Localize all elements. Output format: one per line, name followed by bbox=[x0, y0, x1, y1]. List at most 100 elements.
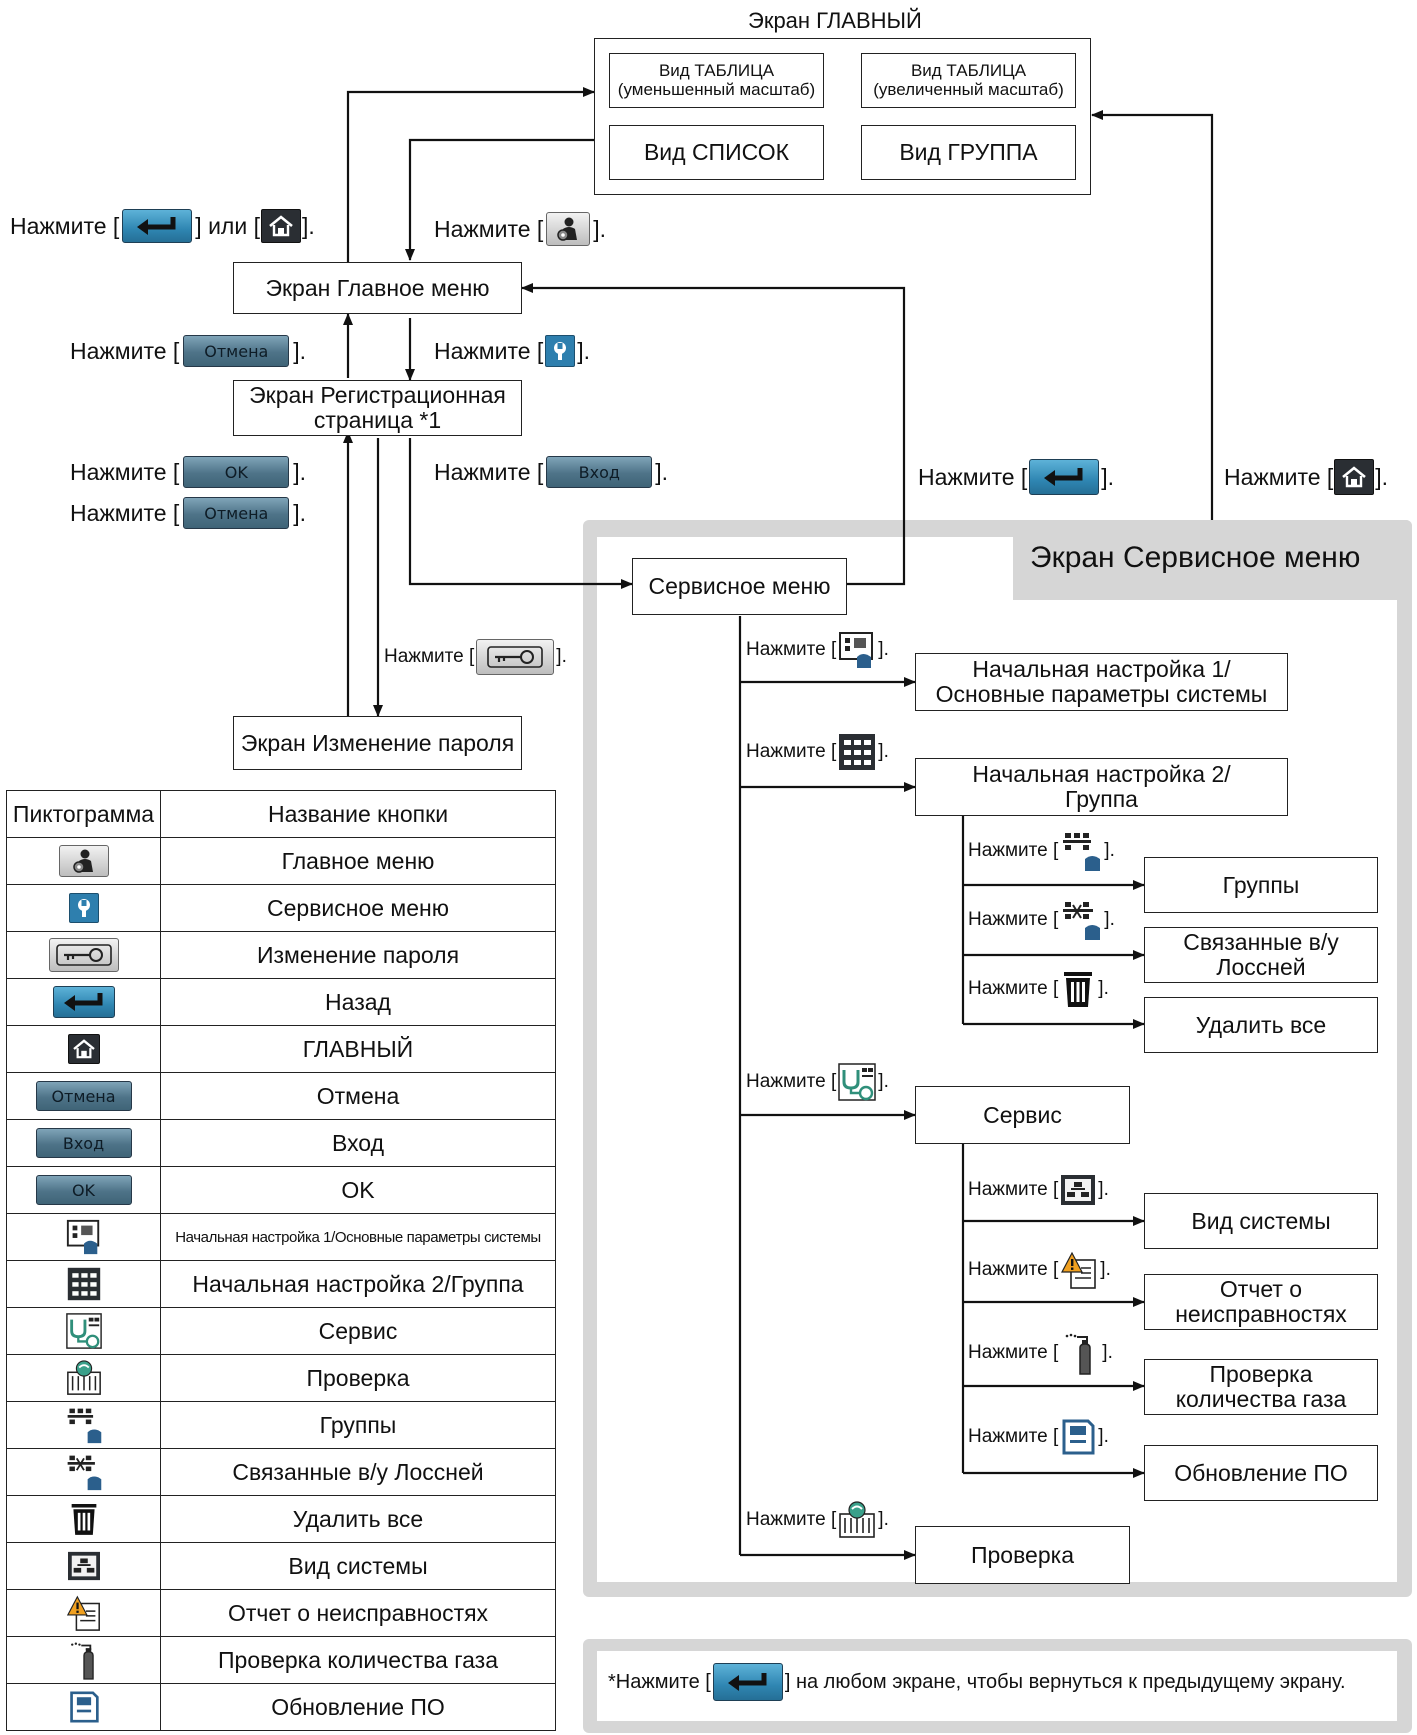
press-suffix: ]. bbox=[1375, 463, 1389, 490]
press-back-or-home-label: Нажмите [ ] или [ ]. bbox=[10, 208, 315, 244]
press-suffix: ]. bbox=[1102, 1342, 1113, 1363]
main-menu-icon[interactable] bbox=[546, 212, 591, 246]
home-icon[interactable] bbox=[1334, 459, 1375, 495]
view-table-large[interactable]: Вид ТАБЛИЦА (увеличенный масштаб) bbox=[861, 53, 1076, 108]
press-malfunction-label: Нажмите [ ]. bbox=[968, 1249, 1111, 1291]
initial-settings-1-icon[interactable] bbox=[836, 629, 878, 671]
enter-button-icon: Вход bbox=[35, 1128, 132, 1158]
back-icon[interactable] bbox=[712, 1663, 783, 1701]
password-change-screen[interactable]: Экран Изменение пароля bbox=[233, 716, 522, 770]
press-prefix: Нажмите [ bbox=[70, 499, 180, 526]
service-menu-box[interactable]: Сервисное меню bbox=[632, 558, 847, 615]
legend-row: Связанные в/у Лоссней bbox=[6, 1448, 556, 1496]
initial-settings-1-box[interactable]: Начальная настройка 1/ Основные параметр… bbox=[915, 653, 1288, 711]
software-update-box[interactable]: Обновление ПО bbox=[1144, 1445, 1378, 1501]
press-suffix: ]. bbox=[1098, 1426, 1109, 1447]
gas-check-box[interactable]: Проверка количества газа bbox=[1144, 1359, 1378, 1415]
press-system-view-label: Нажмите [ ]. bbox=[968, 1172, 1109, 1208]
groups-icon[interactable] bbox=[1058, 828, 1104, 874]
legend-row: Вход Вход bbox=[6, 1119, 556, 1167]
groups-box[interactable]: Группы bbox=[1144, 857, 1378, 913]
view-table-small[interactable]: Вид ТАБЛИЦА (уменьшенный масштаб) bbox=[609, 53, 824, 108]
legend-name: Отчет о неисправностях bbox=[160, 1589, 556, 1637]
malfunction-report-box[interactable]: Отчет о неисправностях bbox=[1144, 1274, 1378, 1330]
press-suffix: ]. bbox=[878, 1071, 889, 1092]
press-initial1-label: Нажмите [ ]. bbox=[746, 632, 889, 668]
press-password-change-label: Нажмите [ ]. bbox=[384, 639, 567, 675]
home-icon bbox=[67, 1034, 100, 1064]
enter-button-icon[interactable]: Вход bbox=[546, 456, 653, 488]
press-suffix: ]. bbox=[1104, 909, 1115, 930]
press-gas-check-label: Нажмите [ ]. bbox=[968, 1333, 1113, 1375]
view-group[interactable]: Вид ГРУППА bbox=[861, 125, 1076, 180]
password-change-icon[interactable] bbox=[476, 639, 555, 675]
system-view-box[interactable]: Вид системы bbox=[1144, 1193, 1378, 1249]
press-prefix: Нажмите [ bbox=[968, 1426, 1059, 1447]
legend-name: Проверка bbox=[160, 1354, 556, 1402]
cancel-button-icon[interactable]: Отмена bbox=[183, 497, 290, 529]
check-icon[interactable] bbox=[836, 1499, 878, 1541]
software-update-icon[interactable] bbox=[1058, 1417, 1098, 1457]
legend-row: OK OK bbox=[6, 1166, 556, 1214]
delete-all-icon bbox=[67, 1499, 101, 1539]
system-view-icon[interactable] bbox=[1058, 1171, 1098, 1209]
registration-screen[interactable]: Экран Регистрационная страница *1 bbox=[233, 380, 522, 436]
gas-check-icon[interactable] bbox=[1058, 1329, 1102, 1377]
ok-button-icon[interactable]: OK bbox=[183, 456, 290, 488]
delete-all-icon[interactable] bbox=[1058, 967, 1098, 1011]
legend-name: Назад bbox=[160, 978, 556, 1026]
press-suffix: ]. bbox=[301, 212, 315, 239]
press-suffix: ]. bbox=[293, 458, 307, 485]
legend-name: Удалить все bbox=[160, 1495, 556, 1543]
initial-settings-2-box[interactable]: Начальная настройка 2/ Группа bbox=[915, 758, 1288, 816]
footnote-after: ] на любом экране, чтобы вернуться к пре… bbox=[784, 1670, 1346, 1693]
home-icon[interactable] bbox=[260, 209, 301, 243]
legend-name: Вид системы bbox=[160, 1542, 556, 1590]
linked-lossnay-box[interactable]: Связанные в/у Лоссней bbox=[1144, 927, 1378, 983]
press-service-label: Нажмите [ ]. bbox=[746, 1061, 889, 1103]
press-suffix: ]. bbox=[1101, 463, 1115, 490]
press-prefix: Нажмите [ bbox=[968, 1342, 1059, 1363]
legend-row: Проверка bbox=[6, 1354, 556, 1402]
press-suffix: ]. bbox=[1098, 1179, 1109, 1200]
legend-name: Обновление ПО bbox=[160, 1683, 556, 1731]
press-prefix: Нажмите [ bbox=[746, 741, 837, 762]
press-prefix: Нажмите [ bbox=[434, 215, 544, 242]
press-prefix: Нажмите [ bbox=[746, 1071, 837, 1092]
service-icon[interactable] bbox=[836, 1061, 878, 1103]
linked-lossnay-icon[interactable] bbox=[1058, 897, 1104, 943]
legend-row: Начальная настройка 1/Основные параметры… bbox=[6, 1213, 556, 1261]
press-prefix: Нажмите [ bbox=[434, 458, 544, 485]
press-prefix: Нажмите [ bbox=[968, 840, 1059, 861]
legend-row: Главное меню bbox=[6, 837, 556, 885]
initial-settings-2-icon[interactable] bbox=[836, 731, 878, 773]
service-menu-screen-title: Экран Сервисное меню bbox=[1030, 541, 1361, 574]
back-icon[interactable] bbox=[122, 209, 193, 243]
legend-name: Изменение пароля bbox=[160, 931, 556, 979]
legend-name: Проверка количества газа bbox=[160, 1636, 556, 1684]
press-suffix: ]. bbox=[593, 215, 607, 242]
delete-all-box[interactable]: Удалить все bbox=[1144, 997, 1378, 1053]
main-menu-screen[interactable]: Экран Главное меню bbox=[233, 262, 522, 314]
service-box[interactable]: Сервис bbox=[915, 1086, 1130, 1144]
cancel-button-icon[interactable]: Отмена bbox=[183, 335, 290, 367]
press-or: ] или [ bbox=[195, 212, 260, 239]
legend-row: Обновление ПО bbox=[6, 1683, 556, 1731]
press-suffix: ]. bbox=[1100, 1259, 1111, 1280]
legend-name: Связанные в/у Лоссней bbox=[160, 1448, 556, 1496]
press-back-label: Нажмите [ ]. bbox=[918, 459, 1114, 495]
press-prefix: Нажмите [ bbox=[746, 1509, 837, 1530]
view-list[interactable]: Вид СПИСОК bbox=[609, 125, 824, 180]
legend-row: ГЛАВНЫЙ bbox=[6, 1025, 556, 1073]
check-box[interactable]: Проверка bbox=[915, 1526, 1130, 1584]
back-icon[interactable] bbox=[1029, 459, 1100, 495]
press-prefix: Нажмите [ bbox=[434, 337, 544, 364]
footnote-before: *Нажмите [ bbox=[608, 1670, 711, 1693]
press-suffix: ]. bbox=[577, 337, 591, 364]
service-menu-icon[interactable] bbox=[545, 335, 576, 367]
press-prefix: Нажмите [ bbox=[968, 909, 1059, 930]
malfunction-report-icon[interactable] bbox=[1058, 1249, 1100, 1291]
press-prefix: Нажмите [ bbox=[70, 458, 180, 485]
legend-name: Сервис bbox=[160, 1307, 556, 1355]
